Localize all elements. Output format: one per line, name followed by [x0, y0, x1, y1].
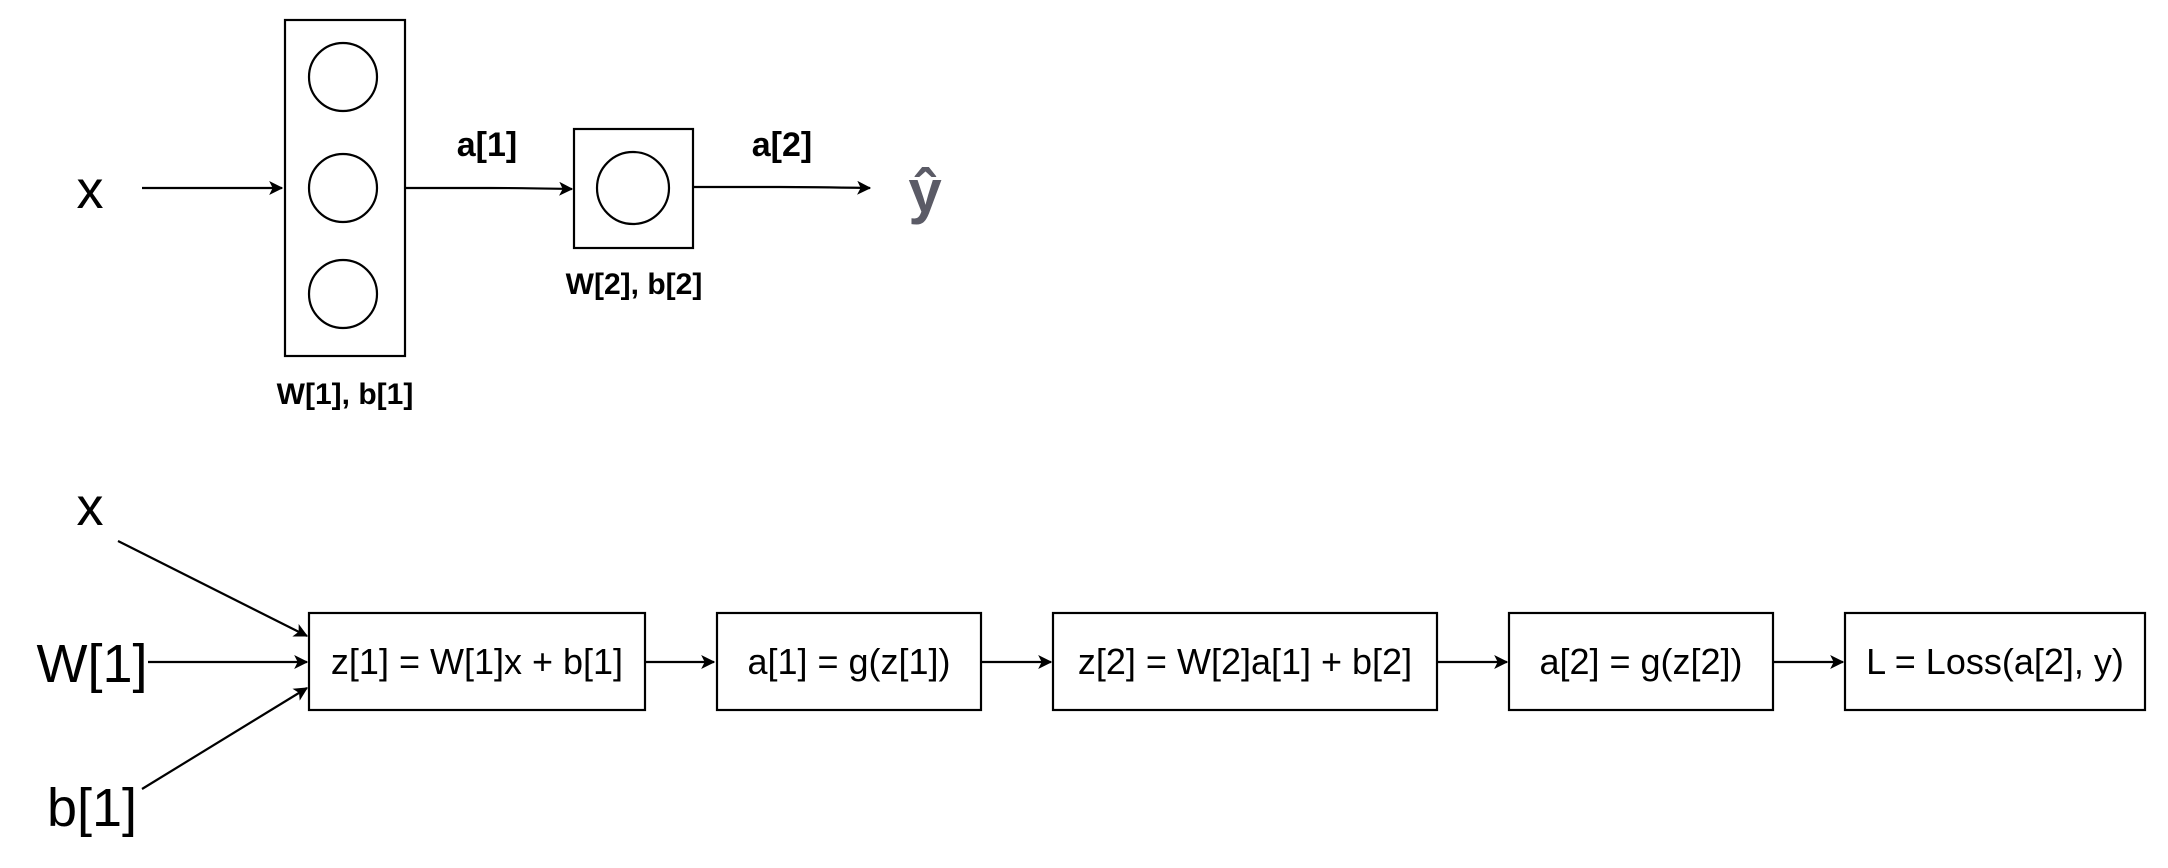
node-z2-box — [1051, 611, 1439, 712]
node-z1-label: z[1] = W[1]x + b[1] — [331, 641, 623, 682]
node-a2-box — [1507, 611, 1775, 712]
node-z1-box — [307, 611, 647, 712]
graph-input-b1: b[1] — [47, 778, 137, 838]
arrow-layer2-to-output — [693, 180, 872, 195]
node-loss-label: L = Loss(a[2], y) — [1866, 641, 2124, 682]
arrow-x-to-z1 — [117, 540, 309, 637]
layer1-params-label: W[1], b[1] — [277, 378, 414, 411]
edge-a1-label: a[1] — [457, 126, 517, 164]
layer1-neuron-2 — [307, 152, 379, 224]
node-a2-label: a[2] = g(z[2]) — [1539, 641, 1742, 682]
node-a1-box — [715, 611, 983, 712]
graph-input-x: x — [77, 477, 104, 537]
layer2-neuron — [595, 150, 671, 226]
layer2-params-label: W[2], b[2] — [566, 268, 703, 301]
node-a1-label: a[1] = g(z[1]) — [747, 641, 950, 682]
layer1-neuron-3 — [307, 258, 379, 330]
layer1-neuron-1 — [307, 41, 379, 113]
output-yhat-label: ŷ — [908, 158, 942, 225]
arrow-b1-to-z1 — [141, 687, 308, 790]
node-loss-box — [1843, 611, 2147, 712]
node-z2-label: z[2] = W[2]a[1] + b[2] — [1078, 641, 1412, 682]
edge-a2-label: a[2] — [752, 126, 812, 164]
network-input-label: x — [77, 160, 104, 220]
arrow-layer1-to-layer2 — [405, 181, 574, 196]
graph-input-w1: W[1] — [36, 634, 147, 694]
